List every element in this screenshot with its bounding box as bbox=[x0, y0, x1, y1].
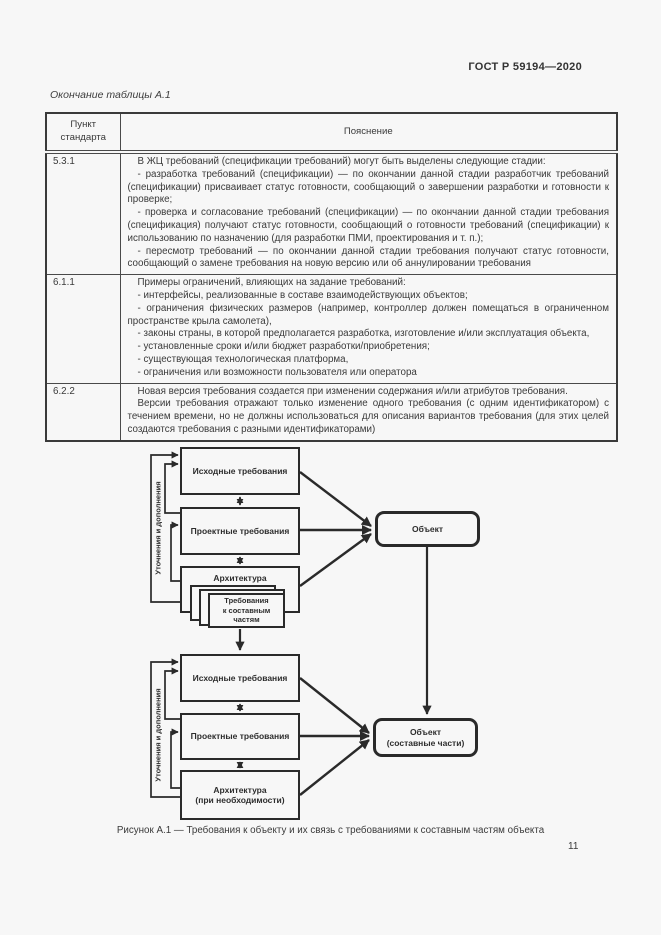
paragraph: В ЖЦ требований (спецификации требований… bbox=[137, 156, 546, 167]
stack-sheet-component-requirements: Требования к составным частям bbox=[208, 593, 285, 628]
clause-number: 6.2.2 bbox=[45, 382, 121, 442]
paragraph: Версии требования отражают только измене… bbox=[127, 398, 610, 435]
page-number: 11 bbox=[568, 841, 579, 852]
clause-number: 6.1.1 bbox=[45, 274, 121, 384]
paragraph: - ограничения физических размеров (напри… bbox=[127, 302, 610, 327]
col-header-explanation: Пояснение bbox=[119, 112, 618, 154]
box-design-requirements-upper: Проектные требования bbox=[180, 507, 300, 555]
clause-explanation: Примеры ограничений, влияющих на задание… bbox=[119, 274, 618, 384]
side-label-refinements-lower: Уточнения и дополнения bbox=[153, 688, 163, 782]
paragraph: - разработка требований (спецификации) —… bbox=[127, 168, 610, 206]
paragraph: - пересмотр требований — по окончании да… bbox=[127, 245, 610, 270]
paragraph: - установленные сроки и/или бюджет разра… bbox=[137, 341, 430, 353]
box-object-components: Объект (составные части) bbox=[373, 718, 478, 757]
table-continuation-label: Окончание таблицы А.1 bbox=[50, 89, 171, 101]
table-header-row: Пункт стандарта Пояснение bbox=[45, 112, 618, 154]
box-object: Объект bbox=[375, 511, 480, 547]
paragraph: - существующая технологическая платформа… bbox=[137, 353, 349, 365]
figure-caption: Рисунок А.1 — Требования к объекту и их … bbox=[116, 825, 545, 836]
col-header-clause: Пункт стандарта bbox=[45, 112, 121, 154]
table-row: 6.1.1 Примеры ограничений, влияющих на з… bbox=[45, 274, 618, 384]
paragraph: - законы страны, в которой предполагаетс… bbox=[137, 328, 590, 340]
box-initial-requirements-upper: Исходные требования bbox=[180, 447, 300, 495]
box-design-requirements-lower: Проектные требования bbox=[180, 713, 300, 760]
paragraph: - интерфейсы, реализованные в составе вз… bbox=[137, 289, 468, 301]
side-label-refinements-upper: Уточнения и дополнения bbox=[153, 481, 163, 575]
paragraph: Новая версия требования создается при из… bbox=[137, 385, 568, 397]
box-architecture-lower: Архитектура (при необходимости) bbox=[180, 770, 300, 820]
clause-table: Пункт стандарта Пояснение 5.3.1 В ЖЦ тре… bbox=[45, 112, 618, 442]
box-initial-requirements-lower: Исходные требования bbox=[180, 654, 300, 702]
paragraph: - ограничения или возможности пользовате… bbox=[137, 366, 417, 378]
clause-explanation: Новая версия требования создается при из… bbox=[119, 382, 618, 442]
clause-number: 5.3.1 bbox=[45, 151, 121, 276]
paragraph: - проверка и согласование требований (сп… bbox=[127, 207, 610, 244]
table-row: 6.2.2 Новая версия требования создается … bbox=[45, 382, 618, 442]
standard-number: ГОСТ Р 59194—2020 bbox=[468, 61, 582, 73]
paragraph: Примеры ограничений, влияющих на задание… bbox=[137, 277, 406, 289]
